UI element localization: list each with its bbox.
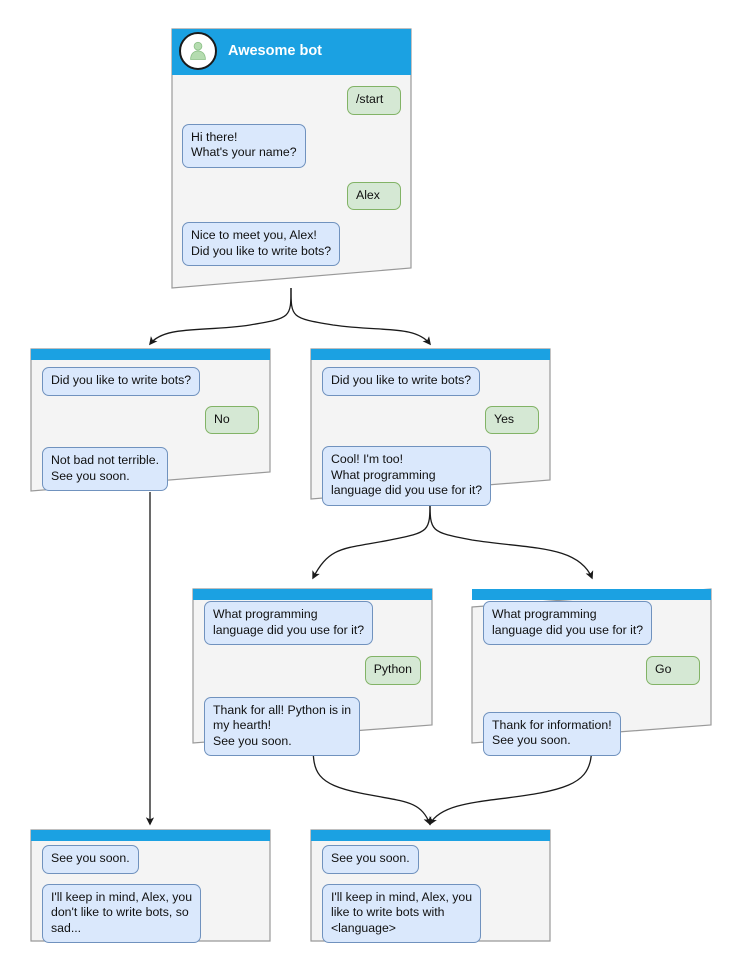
- chat-card-end-sad[interactable]: See you soon. I'll keep in mind, Alex, y…: [30, 829, 271, 943]
- message-row: See you soon.: [42, 845, 259, 874]
- message-row: What programming language did you use fo…: [483, 601, 700, 645]
- chat-body: /start Hi there! What's your name? Alex …: [170, 75, 413, 276]
- message-row: I'll keep in mind, Alex, you don't like …: [42, 883, 259, 943]
- chat-card-start[interactable]: Awesome bot /start Hi there! What's your…: [170, 27, 413, 290]
- message-row: Not bad not terrible. See you soon.: [42, 447, 259, 491]
- message-row: Alex: [182, 181, 401, 210]
- connector-start-to-yes: [290, 287, 431, 346]
- card-header-bar: [30, 829, 271, 841]
- chat-body: What programming language did you use fo…: [192, 600, 433, 766]
- bot-message-bubble[interactable]: Cool! I'm too! What programming language…: [322, 446, 492, 506]
- chat-card-answer-go[interactable]: What programming language did you use fo…: [471, 588, 712, 756]
- bot-message-bubble[interactable]: See you soon.: [322, 845, 419, 874]
- message-row: Nice to meet you, Alex! Did you like to …: [182, 222, 401, 266]
- message-row: Thank for information! See you soon.: [483, 711, 700, 756]
- chat-body: See you soon. I'll keep in mind, Alex, y…: [310, 841, 551, 953]
- user-message-bubble[interactable]: /start: [347, 86, 401, 115]
- card-header-bot: Awesome bot: [170, 27, 413, 75]
- message-row: Go: [483, 656, 700, 685]
- connector-start-to-no: [149, 287, 292, 346]
- chat-body: Did you like to write bots? Yes Cool! I'…: [310, 360, 551, 516]
- message-row: Yes: [322, 405, 539, 434]
- message-row: See you soon.: [322, 845, 539, 874]
- person-icon: [179, 32, 217, 70]
- bot-message-bubble[interactable]: I'll keep in mind, Alex, you don't like …: [42, 883, 202, 943]
- message-row: Did you like to write bots?: [42, 367, 259, 396]
- bot-message-bubble[interactable]: Did you like to write bots?: [322, 367, 481, 396]
- card-header-bar: [471, 588, 712, 600]
- user-message-bubble[interactable]: No: [205, 405, 259, 434]
- bot-message-bubble[interactable]: What programming language did you use fo…: [483, 601, 653, 645]
- chat-body: What programming language did you use fo…: [471, 600, 712, 766]
- user-message-bubble[interactable]: Go: [646, 656, 700, 685]
- card-header-bar: [310, 348, 551, 360]
- user-message-bubble[interactable]: Alex: [347, 181, 401, 210]
- bot-message-bubble[interactable]: Not bad not terrible. See you soon.: [42, 447, 169, 491]
- bot-message-bubble[interactable]: Thank for all! Python is in my hearth! S…: [204, 696, 361, 756]
- chat-body: See you soon. I'll keep in mind, Alex, y…: [30, 841, 271, 953]
- user-message-bubble[interactable]: Yes: [485, 405, 539, 434]
- message-row: Thank for all! Python is in my hearth! S…: [204, 696, 421, 756]
- chat-card-answer-no[interactable]: Did you like to write bots? No Not bad n…: [30, 348, 271, 492]
- bot-message-bubble[interactable]: What programming language did you use fo…: [204, 601, 374, 645]
- card-header-bar: [310, 829, 551, 841]
- bot-message-bubble[interactable]: Nice to meet you, Alex! Did you like to …: [182, 222, 341, 266]
- chat-card-end-happy[interactable]: See you soon. I'll keep in mind, Alex, y…: [310, 829, 551, 943]
- bot-message-bubble[interactable]: Did you like to write bots?: [42, 367, 201, 396]
- bot-message-bubble[interactable]: See you soon.: [42, 845, 139, 874]
- message-row: Cool! I'm too! What programming language…: [322, 446, 539, 506]
- chat-card-answer-yes[interactable]: Did you like to write bots? Yes Cool! I'…: [310, 348, 551, 506]
- user-message-bubble[interactable]: Python: [364, 656, 421, 685]
- message-row: Hi there! What's your name?: [182, 123, 401, 168]
- bot-message-bubble[interactable]: Hi there! What's your name?: [182, 123, 306, 168]
- message-row: Python: [204, 656, 421, 685]
- bot-message-bubble[interactable]: Thank for information! See you soon.: [483, 711, 621, 756]
- message-row: /start: [182, 86, 401, 115]
- card-header-bar: [192, 588, 433, 600]
- message-row: Did you like to write bots?: [322, 367, 539, 396]
- bot-name-label: Awesome bot: [228, 43, 323, 59]
- card-header-bar: [30, 348, 271, 360]
- bot-message-bubble[interactable]: I'll keep in mind, Alex, you like to wri…: [322, 883, 482, 943]
- message-row: No: [42, 405, 259, 434]
- message-row: I'll keep in mind, Alex, you like to wri…: [322, 883, 539, 943]
- chat-body: Did you like to write bots? No Not bad n…: [30, 360, 271, 501]
- chat-card-answer-python[interactable]: What programming language did you use fo…: [192, 588, 433, 756]
- message-row: What programming language did you use fo…: [204, 601, 421, 645]
